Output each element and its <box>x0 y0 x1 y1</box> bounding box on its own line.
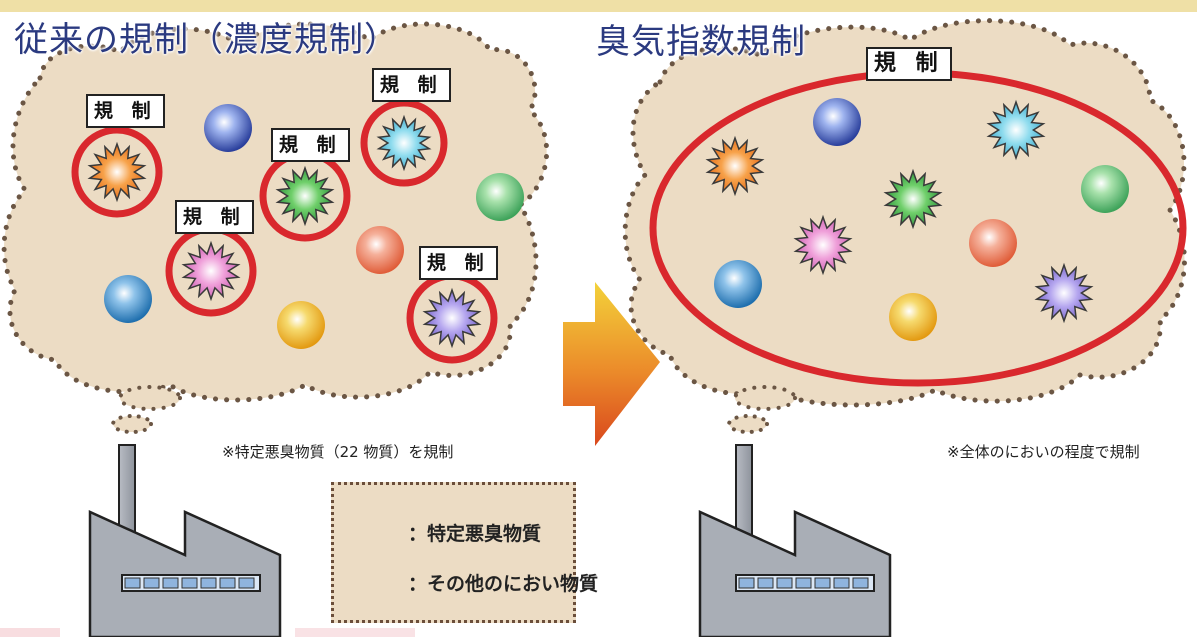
starburst-icon <box>1034 262 1094 324</box>
transition-arrow <box>563 282 660 446</box>
factory-window <box>200 577 217 589</box>
factory-window <box>124 577 141 589</box>
top-band <box>0 0 1197 12</box>
legend-box: ：特定悪臭物質 ：その他のにおい物質 <box>331 482 598 623</box>
regulation-label: 規 制 <box>86 94 165 128</box>
factory-window <box>238 577 255 589</box>
starburst-icon <box>883 168 943 230</box>
right-specific-substances <box>705 99 1094 324</box>
regulation-label: 規 制 <box>419 246 498 280</box>
legend-specific-substance-label: ：特定悪臭物質 <box>408 523 542 545</box>
left-panel-note: ※特定悪臭物質（22 物質）を規制 <box>222 443 454 461</box>
factory-window <box>776 577 793 589</box>
odor-sphere-icon <box>277 301 325 349</box>
starburst-icon <box>87 141 147 203</box>
factory-window <box>219 577 236 589</box>
factory-window <box>738 577 755 589</box>
starburst-icon <box>986 99 1046 161</box>
factory-window <box>814 577 831 589</box>
odor-sphere-icon <box>204 104 252 152</box>
right-panel-note: ※全体のにおいの程度で規制 <box>947 443 1140 461</box>
factory-window <box>143 577 160 589</box>
factory-right-icon <box>698 444 892 637</box>
odor-sphere-icon <box>476 173 524 221</box>
left-panel-title: 従来の規制（濃度規制） <box>14 20 399 60</box>
odor-sphere-icon <box>714 260 762 308</box>
regulation-label: 規 制 <box>271 128 350 162</box>
regulation-label: 規 制 <box>175 200 254 234</box>
odor-sphere-icon <box>889 293 937 341</box>
factory-left-icon <box>88 444 282 637</box>
odor-sphere-icon <box>104 275 152 323</box>
factory-window <box>795 577 812 589</box>
starburst-icon <box>793 214 853 276</box>
right-thought-cloud <box>622 18 1187 434</box>
factory-window <box>757 577 774 589</box>
regulation-label: 規 制 <box>372 68 451 102</box>
starburst-icon <box>376 114 432 172</box>
odor-sphere-icon <box>813 98 861 146</box>
odor-sphere-icon <box>969 219 1017 267</box>
factory-window <box>162 577 179 589</box>
factory-window <box>852 577 869 589</box>
overall-regulation-label: 規 制 <box>866 47 952 81</box>
odor-sphere-icon <box>1081 165 1129 213</box>
regulation-ring <box>71 126 163 218</box>
starburst-icon <box>422 287 482 349</box>
starburst-icon <box>181 240 241 302</box>
starburst-icon <box>275 165 335 227</box>
legend-other-substance-label: ：その他のにおい物質 <box>408 573 599 595</box>
odor-sphere-icon <box>356 226 404 274</box>
regulation-ring <box>360 99 448 187</box>
left-specific-substances <box>87 114 482 349</box>
starburst-icon <box>705 135 765 197</box>
factory-window <box>181 577 198 589</box>
factory-window <box>833 577 850 589</box>
right-panel-title: 臭気指数規制 <box>596 22 806 62</box>
